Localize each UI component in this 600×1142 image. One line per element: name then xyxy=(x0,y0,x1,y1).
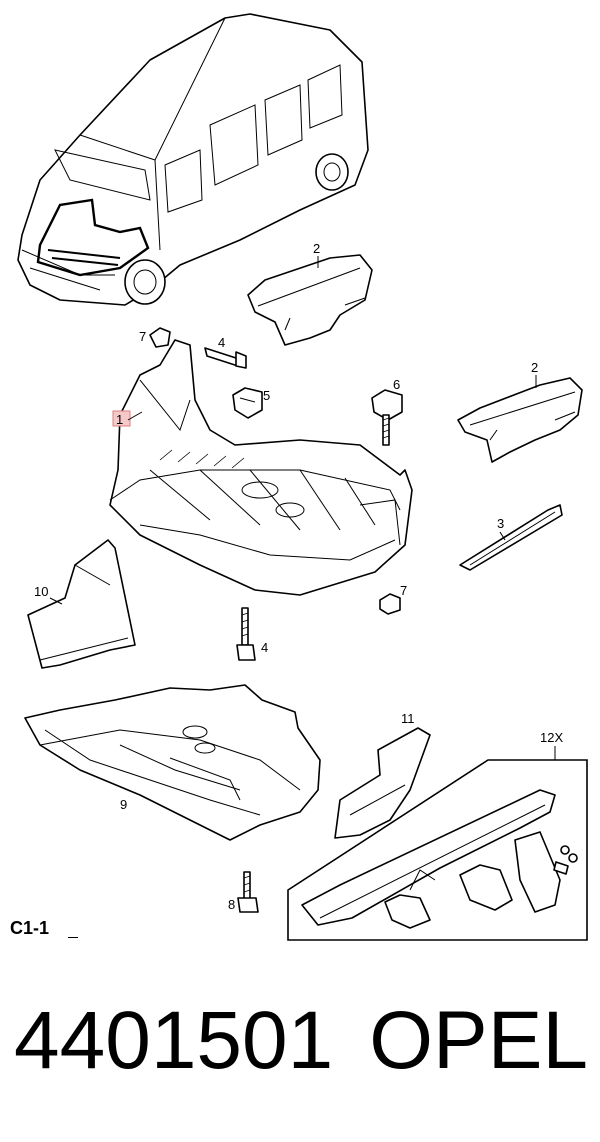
part-12x-kit xyxy=(287,759,588,941)
callout-2-right: 2 xyxy=(531,360,538,375)
part-8-bolt xyxy=(237,871,259,913)
part-1-skid-plate xyxy=(109,339,413,596)
callout-8: 8 xyxy=(228,897,235,912)
callout-4-upper: 4 xyxy=(218,335,225,350)
part-7-nut-lower xyxy=(379,593,401,615)
part-11-bracket xyxy=(334,727,431,839)
callout-7-lower: 7 xyxy=(400,583,407,598)
callout-10: 10 xyxy=(34,584,48,599)
make-label: OPEL xyxy=(369,995,588,1086)
van-illustration xyxy=(17,13,369,306)
section-code-underline xyxy=(68,937,78,938)
callout-9: 9 xyxy=(120,797,127,812)
part-9-lower-guard xyxy=(24,684,321,841)
callout-4-lower: 4 xyxy=(261,640,268,655)
part-6-clip-bolt xyxy=(371,389,403,446)
callout-1: 1 xyxy=(116,412,123,427)
part-5-clip xyxy=(232,387,263,419)
callout-7-upper: 7 xyxy=(139,329,146,344)
part-2-right xyxy=(457,377,583,463)
callout-11: 11 xyxy=(401,711,415,726)
part-4-bolt-upper xyxy=(204,347,247,369)
callout-5: 5 xyxy=(263,388,270,403)
callout-6: 6 xyxy=(393,377,400,392)
section-code: C1-1 xyxy=(10,918,50,938)
part-2-upper xyxy=(247,254,373,346)
part-3-rod xyxy=(459,504,563,571)
callout-2-upper: 2 xyxy=(313,241,320,256)
callout-3: 3 xyxy=(497,516,504,531)
part-10-panel xyxy=(27,539,136,669)
part-7-nut-upper xyxy=(149,327,171,348)
callout-labels: 1 2 2 3 4 4 5 6 7 7 8 9 10 11 12X xyxy=(34,241,563,912)
part-number: 4401501 xyxy=(14,995,334,1086)
part-4-bolt-lower xyxy=(236,607,256,661)
callout-12x: 12X xyxy=(540,730,563,745)
